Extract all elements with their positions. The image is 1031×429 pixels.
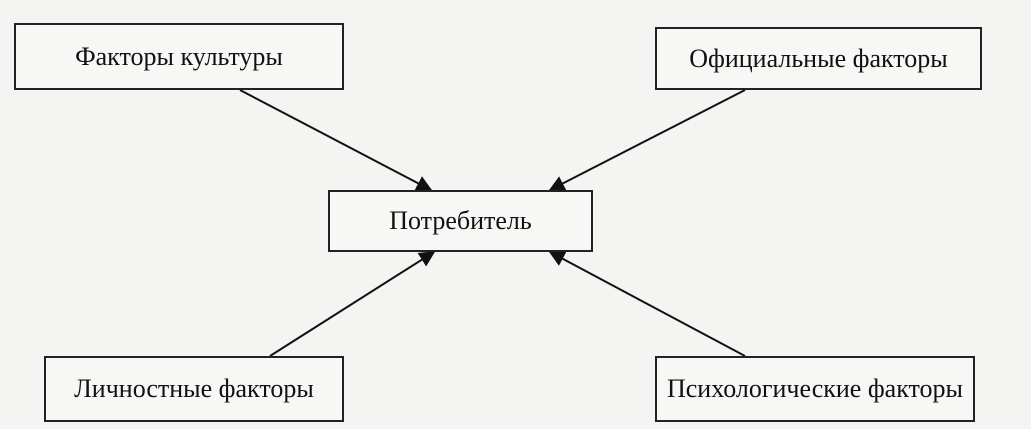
consumer-label: Потребитель [389, 206, 532, 235]
arrow-psych-to-consumer [548, 251, 746, 357]
arrow-personal-to-consumer [269, 251, 436, 357]
personal-factors-box: Личностные факторы [44, 356, 344, 422]
culture-factors-label: Факторы культуры [75, 41, 283, 71]
personal-factors-label: Личностные факторы [74, 374, 314, 403]
official-factors-label: Официальные факторы [689, 43, 948, 73]
arrow-official-to-consumer [548, 89, 746, 191]
official-factors-box: Официальные факторы [655, 27, 982, 90]
consumer-box: Потребитель [328, 190, 593, 252]
psychological-factors-label: Психологические факторы [666, 374, 963, 403]
arrow-culture-to-consumer [239, 89, 433, 191]
culture-factors-box: Факторы культуры [14, 23, 344, 90]
psychological-factors-box: Психологические факторы [655, 356, 975, 422]
